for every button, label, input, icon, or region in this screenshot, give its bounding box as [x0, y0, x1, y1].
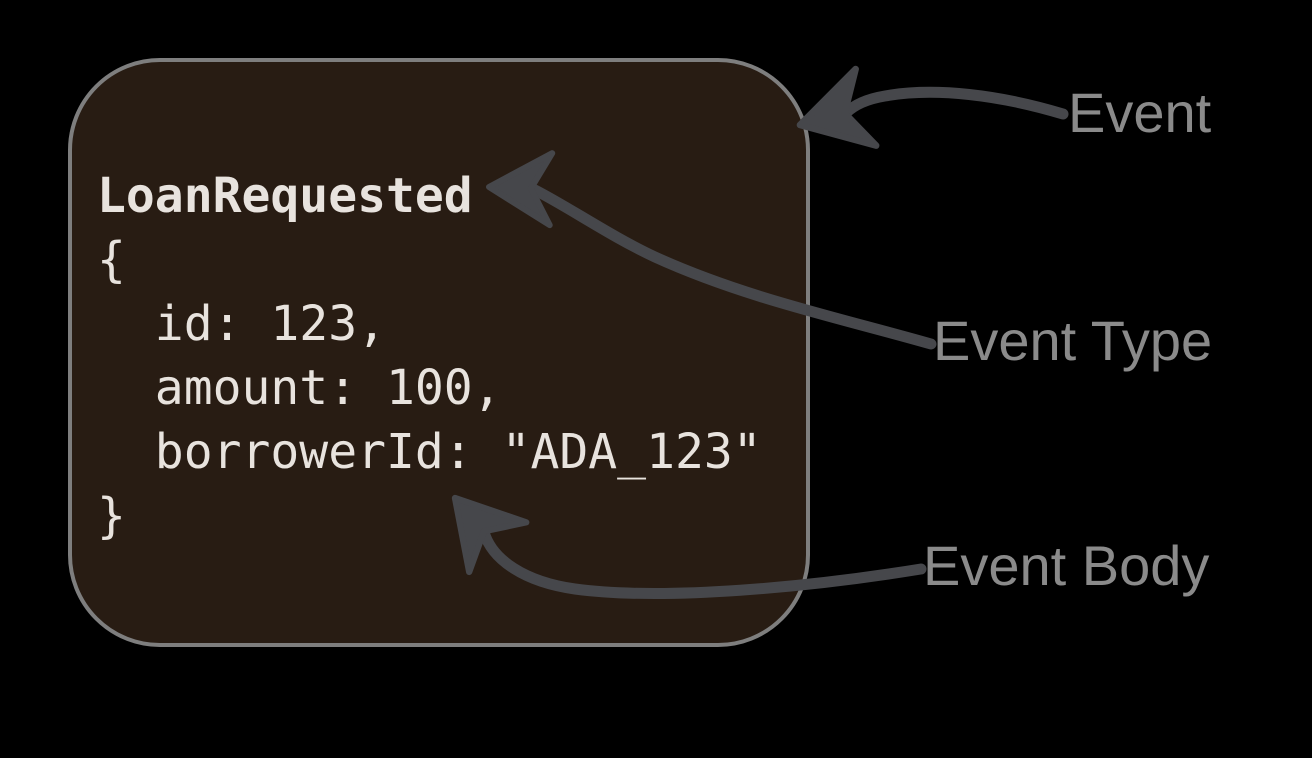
event-body-text: { id: 123, amount: 100, borrowerId: "ADA… [97, 232, 762, 544]
label-event-body: Event Body [923, 534, 1210, 597]
event-arrow [796, 65, 1069, 149]
label-event-type: Event Type [933, 309, 1213, 372]
event-type-text: LoanRequested [97, 168, 473, 224]
label-event: Event [1068, 81, 1212, 144]
event-card: LoanRequested { id: 123, amount: 100, bor… [68, 58, 810, 647]
event-code-block: LoanRequested { id: 123, amount: 100, bor… [97, 164, 786, 548]
event-arrow-shaft [840, 86, 1069, 120]
